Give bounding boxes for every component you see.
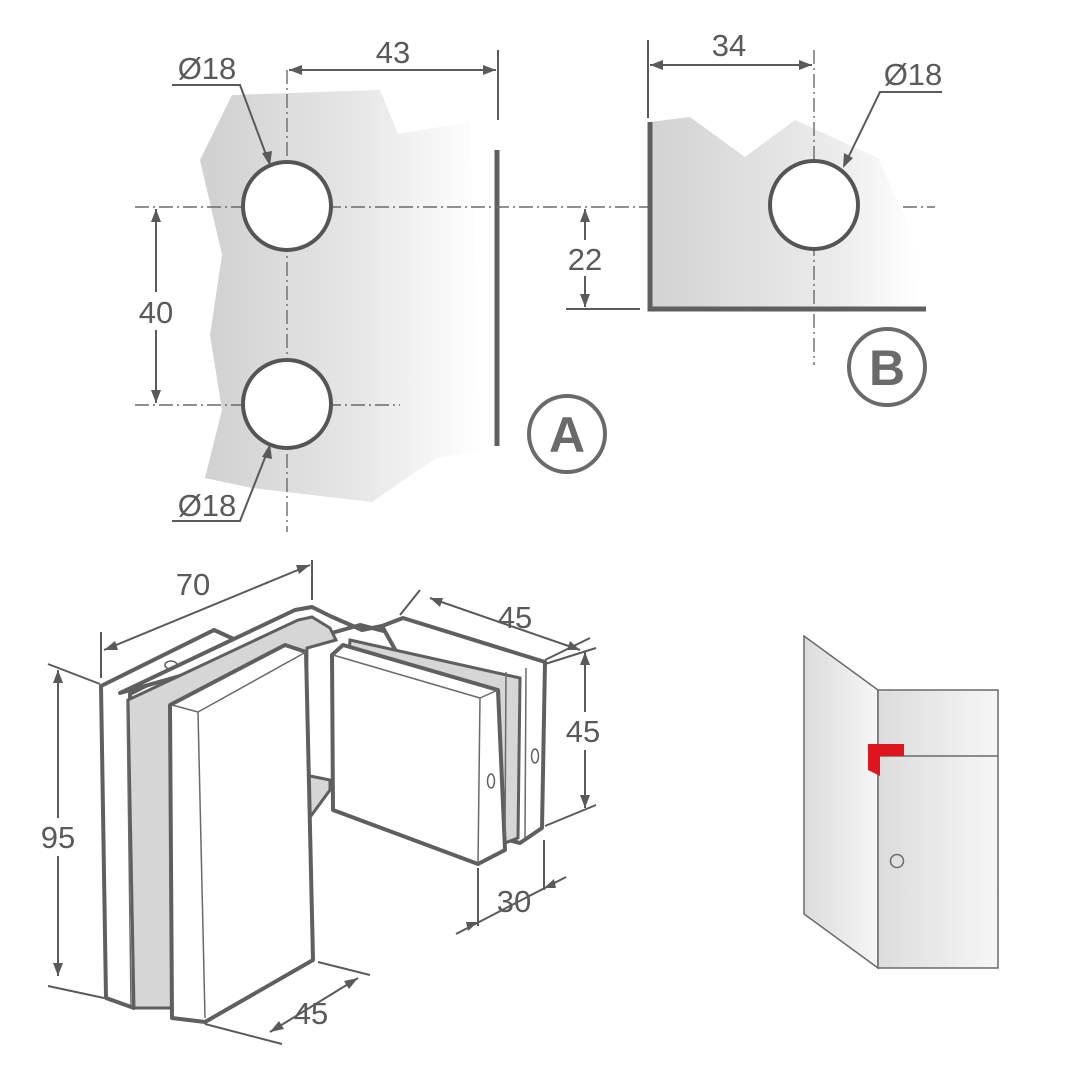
arrow-40-top bbox=[151, 209, 161, 222]
corner-fitting-marker[interactable] bbox=[868, 744, 904, 776]
right-slot-line-1 bbox=[504, 671, 507, 839]
arrow-30-right bbox=[544, 879, 556, 888]
corner-hole bbox=[889, 853, 905, 869]
arrow-22-bottom bbox=[580, 294, 590, 307]
dim-40-label-bg bbox=[134, 292, 178, 330]
leader-bottom-a bbox=[172, 449, 269, 522]
badge-b-label: B bbox=[869, 340, 905, 396]
glass-panel-a bbox=[200, 90, 482, 502]
extension-line-95-top bbox=[47, 663, 101, 685]
corner-mounting-diagram bbox=[803, 634, 999, 970]
extension-line-45-top-left bbox=[399, 589, 421, 616]
dia-b-label: Ø18 bbox=[884, 57, 943, 92]
arrow-45-top-left bbox=[430, 598, 443, 607]
leader-arrow-bottom-a bbox=[262, 444, 272, 459]
right-front-plate-edge bbox=[477, 697, 481, 865]
left-front-plate bbox=[168, 643, 315, 1024]
dia-top-a-label: Ø18 bbox=[178, 51, 237, 86]
dim-45-top-label: 45 bbox=[498, 600, 532, 635]
leader-b bbox=[845, 91, 942, 163]
arrow-70-right bbox=[296, 565, 310, 574]
leader-arrow-top-a bbox=[262, 151, 272, 166]
arrow-45-right-top bbox=[580, 652, 590, 665]
right-front-plate-top bbox=[332, 654, 481, 699]
dim-30-label: 30 bbox=[497, 884, 531, 919]
dim-45-right-label-bg bbox=[560, 712, 608, 750]
leader-top-a bbox=[172, 84, 269, 161]
arrow-40-bottom bbox=[151, 390, 161, 403]
right-screw-hole-2 bbox=[530, 748, 540, 764]
leader-arrow-b bbox=[843, 153, 853, 168]
dim-70-label: 70 bbox=[176, 567, 210, 602]
hole-bottom-a bbox=[241, 358, 333, 450]
view-a: 43 40 Ø18 Ø18 A bbox=[134, 35, 935, 532]
arrow-30-left bbox=[466, 922, 478, 931]
view-b: 34 22 Ø18 B bbox=[563, 28, 943, 407]
arrow-45-top-right bbox=[567, 641, 580, 650]
extension-line-45-bottom-right bbox=[317, 961, 371, 976]
dimension-line-45-bottom bbox=[269, 977, 359, 1033]
arrow-95-top bbox=[53, 670, 63, 683]
arrow-70-left bbox=[104, 641, 118, 650]
dimension-line-45-top bbox=[429, 597, 581, 651]
left-front-plate-edge bbox=[197, 711, 206, 1019]
right-front-plate bbox=[330, 643, 507, 866]
badge-a-circle bbox=[527, 394, 607, 474]
right-front-plate-top-2 bbox=[479, 689, 499, 699]
corner-left-panel bbox=[803, 634, 879, 970]
dim-22-label-bg bbox=[563, 240, 607, 276]
extension-line-95-bottom bbox=[47, 985, 105, 999]
dia-bottom-a-label: Ø18 bbox=[178, 488, 237, 523]
arrow-34-left bbox=[650, 60, 663, 70]
dim-43-label: 43 bbox=[376, 35, 410, 70]
corner-right-panel bbox=[877, 689, 999, 969]
dim-40-label: 40 bbox=[139, 295, 173, 330]
top-screw-hole bbox=[164, 660, 178, 670]
hole-b bbox=[768, 159, 860, 251]
arrow-43-right bbox=[483, 65, 496, 75]
arrow-45-right-bottom bbox=[580, 795, 590, 808]
badge-b-circle bbox=[847, 327, 927, 407]
badge-a-label: A bbox=[549, 407, 585, 463]
dim-95-label-bg bbox=[34, 818, 82, 856]
dim-34-label: 34 bbox=[712, 28, 746, 63]
dim-22-label: 22 bbox=[568, 242, 602, 277]
right-slot-line-2 bbox=[524, 667, 527, 839]
arrow-22-top bbox=[580, 209, 590, 222]
arrow-34-right bbox=[799, 60, 812, 70]
right-screw-hole-1 bbox=[486, 773, 496, 789]
dim-45-bottom-label: 45 bbox=[294, 996, 328, 1031]
extension-line-45-bottom-left bbox=[204, 1023, 283, 1045]
left-front-plate-top-edge bbox=[171, 704, 199, 713]
arrow-95-bottom bbox=[53, 963, 63, 976]
left-front-plate-top-edge-2 bbox=[197, 651, 307, 713]
arrow-45-bottom-left bbox=[270, 1021, 284, 1032]
arrow-43-left bbox=[289, 65, 302, 75]
arrow-45-bottom-right bbox=[344, 978, 358, 989]
isometric-view: 70 95 45 45 45 bbox=[34, 560, 608, 1045]
extension-line-45-right-bottom bbox=[544, 804, 597, 827]
hole-top-a bbox=[241, 160, 333, 252]
dim-45-right-label: 45 bbox=[566, 714, 600, 749]
extension-line-45-right-top bbox=[544, 647, 597, 665]
left-slot-line-1 bbox=[126, 699, 132, 1007]
dim-95-label: 95 bbox=[41, 820, 75, 855]
dimension-line-70 bbox=[103, 564, 311, 651]
floor-edge-b bbox=[647, 122, 926, 312]
